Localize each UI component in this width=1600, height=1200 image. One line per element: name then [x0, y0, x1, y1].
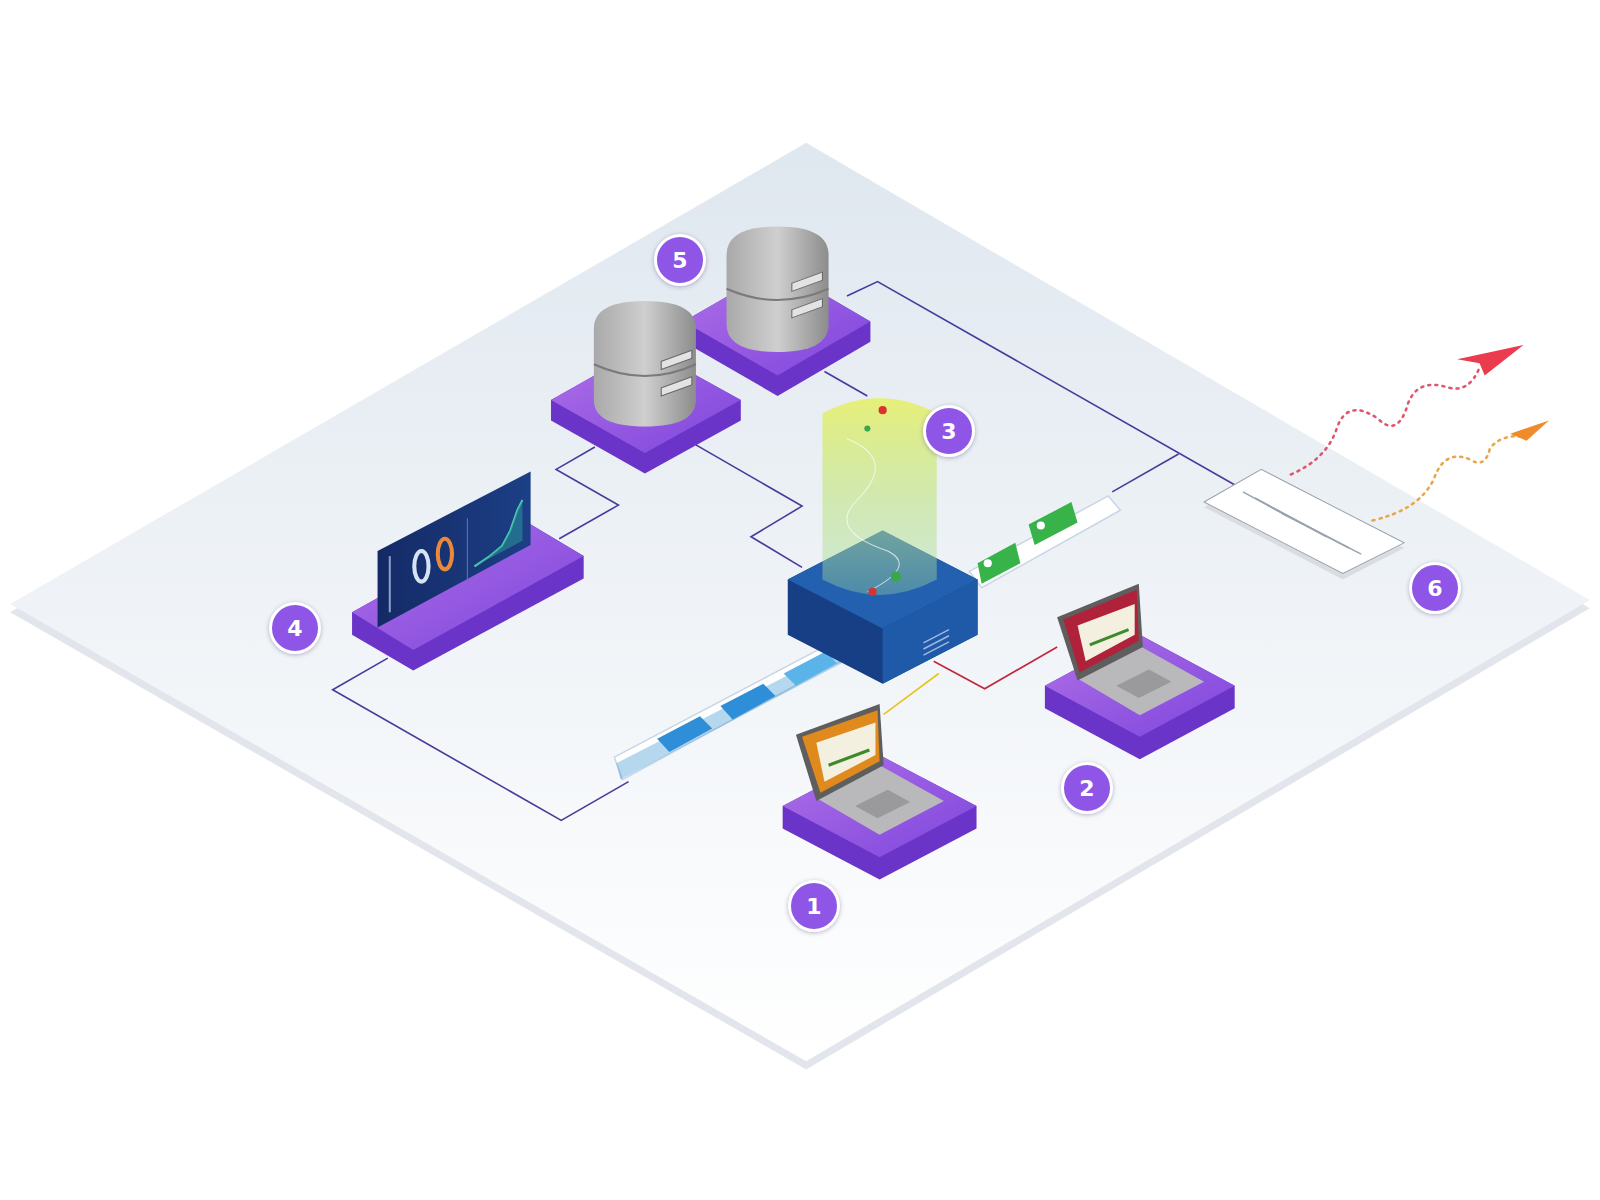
callout-number: 2 — [1061, 762, 1113, 814]
callout-number: 3 — [923, 405, 975, 457]
callout-number: 5 — [654, 234, 706, 286]
callout-number: 6 — [1409, 562, 1461, 614]
callout-number: 1 — [788, 880, 840, 932]
callout-number: 4 — [269, 602, 321, 654]
